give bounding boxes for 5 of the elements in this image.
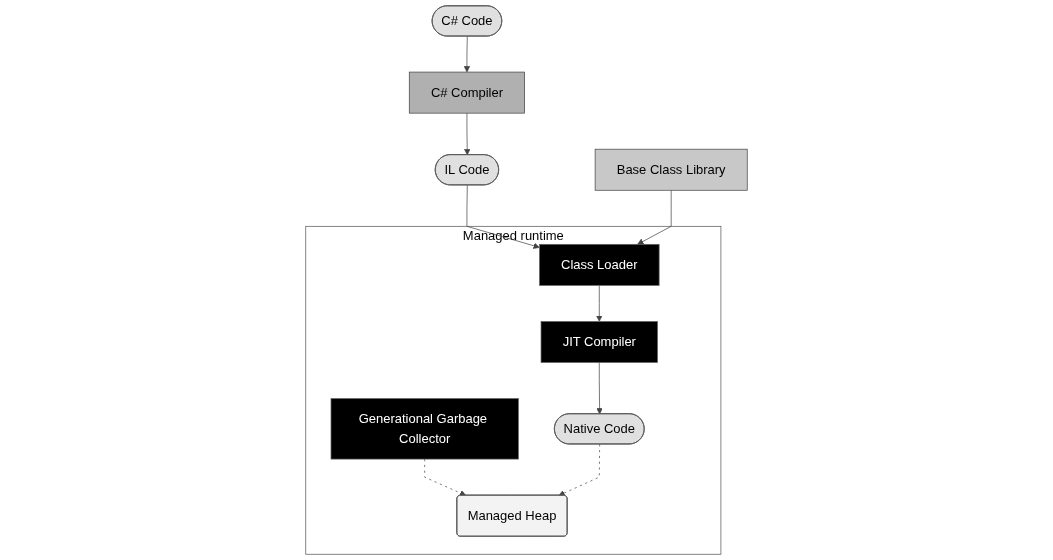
node-box: Generational Garbage Collector <box>330 398 519 460</box>
node-box: C# Compiler <box>408 71 525 114</box>
node-box: Base Class Library <box>594 148 748 191</box>
node-box: JIT Compiler <box>540 321 658 363</box>
node-box: Class Loader <box>539 243 660 286</box>
